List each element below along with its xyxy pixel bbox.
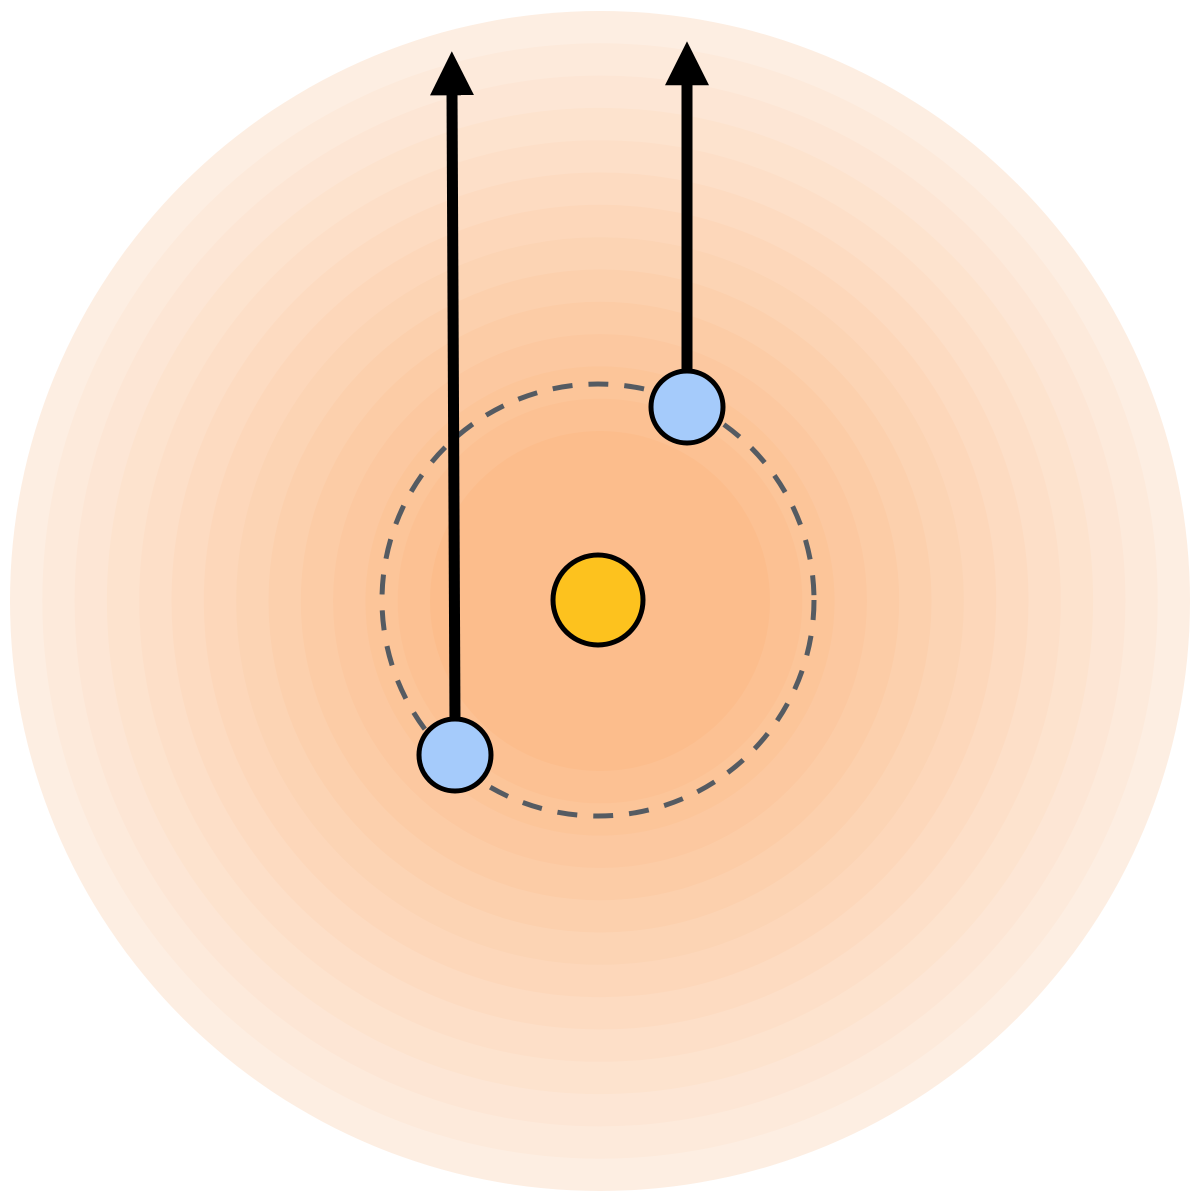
orbiting-body-lower-left	[416, 716, 494, 794]
orbiting-body-upper-right	[648, 368, 726, 446]
velocity-vector-arrow-lower-left	[430, 51, 475, 723]
orbit-path	[379, 381, 817, 819]
central-body-circle	[550, 552, 646, 648]
